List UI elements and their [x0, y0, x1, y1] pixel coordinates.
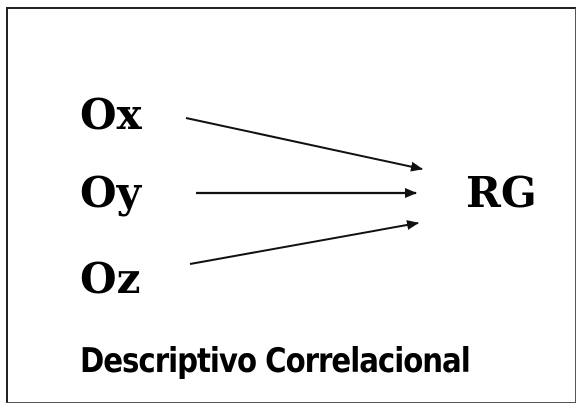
node-ox: Ox	[80, 90, 142, 139]
node-oz: Oz	[80, 254, 141, 303]
diagram-caption: Descriptivo Correlacional	[80, 341, 471, 381]
arrow-oz-to-rg	[189, 220, 419, 265]
arrow-ox-to-rg	[185, 117, 423, 172]
node-rg: RG	[466, 168, 537, 217]
diagram-frame	[6, 7, 576, 403]
node-oy: Oy	[80, 168, 141, 217]
